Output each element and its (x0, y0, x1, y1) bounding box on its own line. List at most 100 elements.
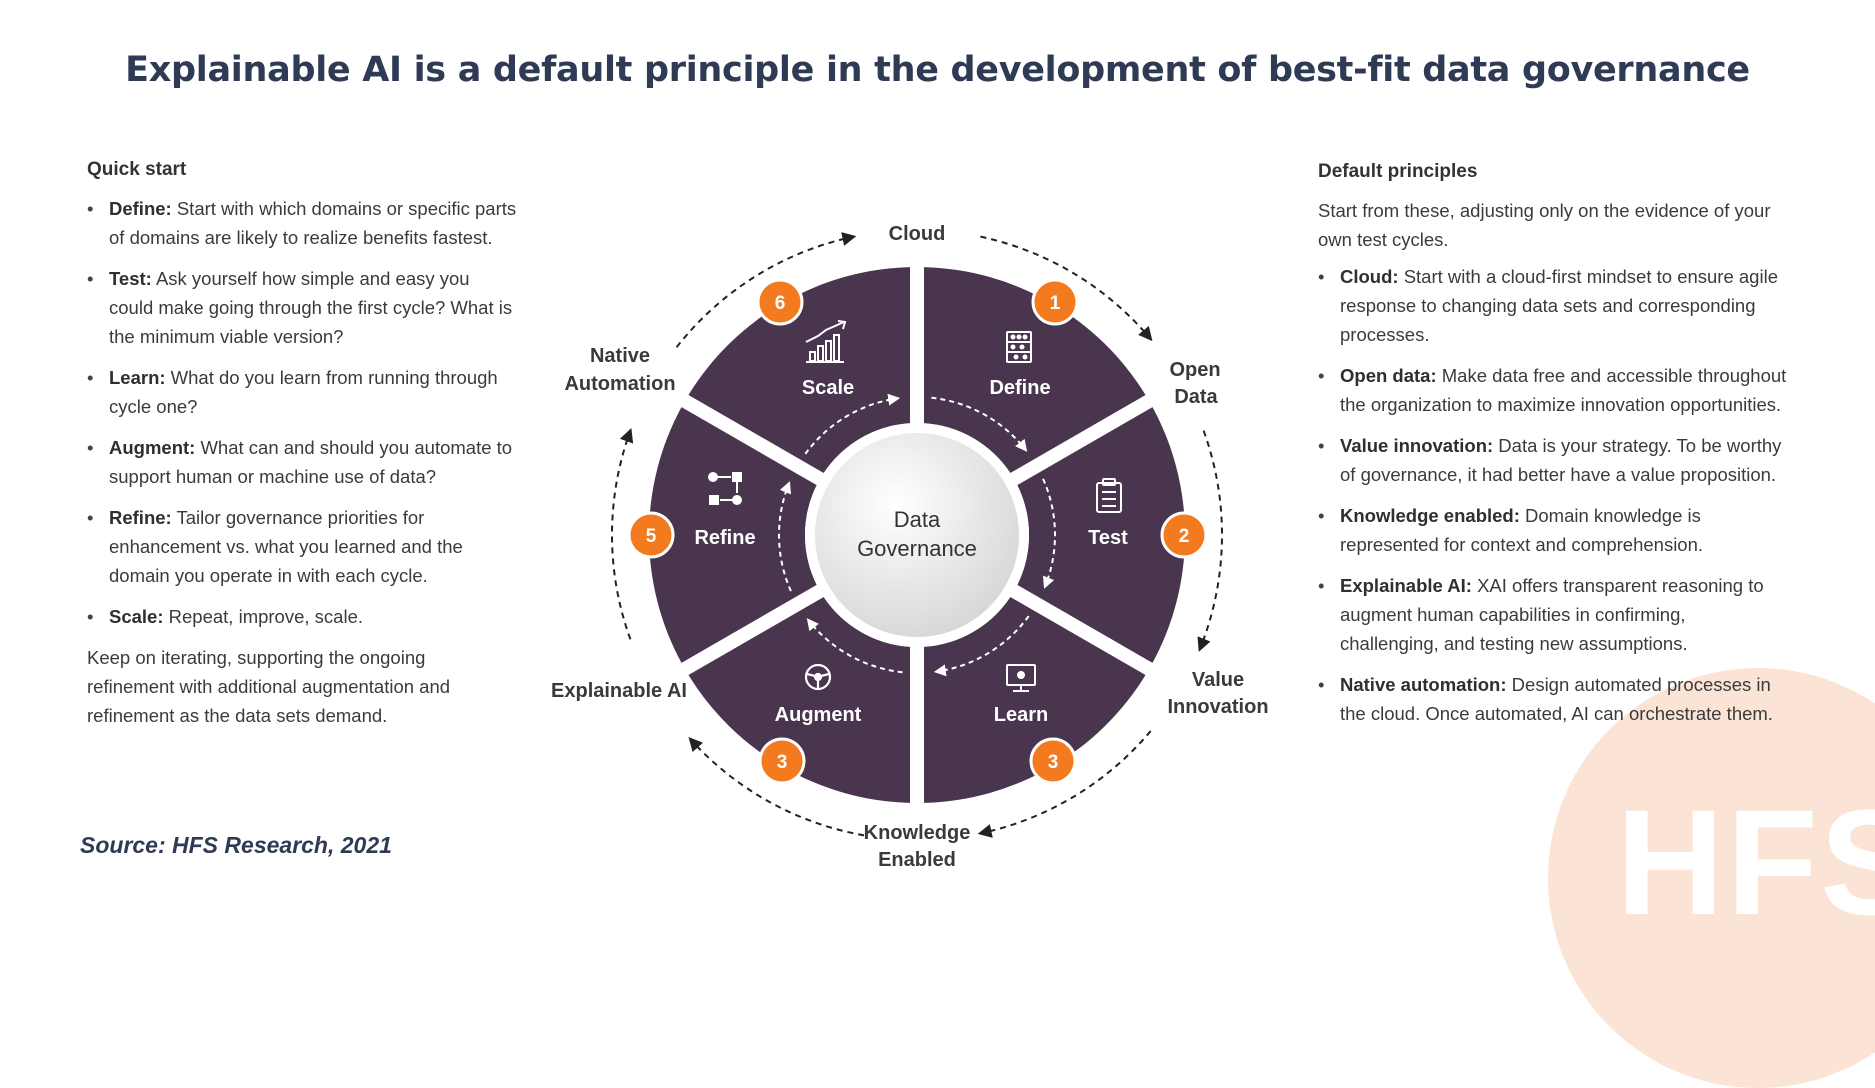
outer-cycle-arrow (1197, 430, 1223, 652)
inner-cycle-arrow (778, 481, 792, 592)
segment-label-augment: Augment (775, 704, 862, 726)
list-item: Knowledge enabled: Domain knowledge is r… (1318, 501, 1788, 559)
badge-number: 6 (775, 293, 786, 314)
item-term: Cloud: (1340, 266, 1399, 287)
list-item: Learn: What do you learn from running th… (87, 363, 517, 421)
source-caption: Source: HFS Research, 2021 (80, 832, 392, 858)
badge-number: 3 (1048, 752, 1059, 773)
list-item: Augment: What can and should you automat… (87, 433, 517, 491)
item-text: What can and should you automate to supp… (109, 437, 513, 487)
item-text: Make data free and accessible throughout… (1340, 365, 1787, 415)
item-text: Start with which domains or specific par… (109, 198, 517, 248)
list-item: Open data: Make data free and accessible… (1318, 361, 1788, 419)
item-text: Design automated processes in the cloud.… (1340, 674, 1773, 724)
inner-cycle-arrow (804, 393, 901, 455)
abacus-icon (1006, 331, 1032, 363)
quick-start-footer: Keep on iterating, supporting the ongoin… (87, 647, 451, 726)
segment-refine (648, 407, 817, 663)
number-badge-scale: 6 (756, 278, 804, 326)
item-term: Augment: (109, 437, 196, 458)
badge-number: 3 (777, 752, 788, 773)
outer-cycle-arrow (611, 428, 634, 640)
outer-cycle-arrow (980, 235, 1153, 342)
list-item: Native automation: Design automated proc… (1318, 670, 1788, 728)
item-text: What do you learn from running through c… (109, 367, 498, 417)
list-item: Cloud: Start with a cloud-first mindset … (1318, 262, 1788, 349)
segment-learn (923, 596, 1146, 803)
center-label-line2: Governance (857, 536, 977, 561)
default-principles-intro: Start from these, adjusting only on the … (1318, 200, 1771, 250)
outer-label-open-data-line2: Data (1174, 386, 1218, 408)
list-item: Scale: Repeat, improve, scale. (87, 602, 517, 631)
growth-chart-icon (805, 320, 847, 363)
item-term: Value innovation: (1340, 435, 1494, 456)
segment-augment (688, 596, 911, 803)
segment-label-scale: Scale (802, 377, 854, 399)
quick-start-panel: Quick start Define: Start with which dom… (87, 155, 517, 730)
item-text: XAI offers transparent reasoning to augm… (1340, 575, 1764, 654)
segment-label-test: Test (1088, 527, 1128, 549)
item-term: Test: (109, 268, 152, 289)
number-badge-augment: 3 (758, 737, 806, 785)
inner-cycle-arrow (931, 396, 1028, 452)
inner-cycle-arrow (1042, 478, 1056, 589)
steering-wheel-icon (804, 663, 832, 691)
outer-label-explainable-ai: Explainable AI (551, 680, 687, 702)
segment-label-learn: Learn (994, 704, 1048, 726)
segment-test (1017, 407, 1185, 663)
flow-icon (708, 472, 742, 505)
inner-cycle-arrow (806, 618, 903, 674)
item-text: Ask yourself how simple and easy you cou… (109, 268, 513, 347)
item-term: Open data: (1340, 365, 1437, 386)
default-principles-panel: Default principles Start from these, adj… (1318, 157, 1788, 740)
segment-define (923, 267, 1146, 474)
segment-scale (688, 267, 911, 474)
item-text: Tailor governance priorities for enhance… (109, 507, 463, 586)
segment-label-define: Define (989, 377, 1050, 399)
data-governance-cycle-diagram: Data Governance Define Test Learn Augmen… (551, 223, 1269, 871)
item-text: Data is your strategy. To be worthy of g… (1340, 435, 1782, 485)
outer-label-cloud: Cloud (889, 223, 946, 245)
number-badge-learn: 3 (1029, 737, 1077, 785)
list-item: Define: Start with which domains or spec… (87, 194, 517, 252)
segment-label-refine: Refine (694, 527, 755, 549)
badge-number: 5 (646, 526, 657, 547)
quick-start-heading: Quick start (87, 159, 187, 180)
item-term: Knowledge enabled: (1340, 505, 1520, 526)
list-item: Value innovation: Data is your strategy.… (1318, 431, 1788, 489)
list-item: Test: Ask yourself how simple and easy y… (87, 264, 517, 351)
outer-label-value-innovation-line2: Innovation (1167, 696, 1268, 718)
item-text: Repeat, improve, scale. (163, 606, 363, 627)
outer-cycle-arrow (675, 232, 857, 348)
default-principles-heading: Default principles (1318, 161, 1478, 182)
number-badge-define: 1 (1031, 278, 1079, 326)
quick-start-list: Define: Start with which domains or spec… (87, 194, 517, 631)
outer-cycle-arrow (977, 730, 1152, 838)
item-term: Scale: (109, 606, 164, 627)
outer-label-value-innovation-line1: Value (1192, 669, 1244, 691)
list-item: Explainable AI: XAI offers transparent r… (1318, 571, 1788, 658)
badge-number: 1 (1050, 293, 1061, 314)
badge-number: 2 (1179, 526, 1190, 547)
clipboard-icon (1096, 478, 1122, 513)
outer-label-knowledge-enabled-line2: Enabled (878, 849, 956, 871)
center-circle (815, 433, 1019, 637)
item-term: Define: (109, 198, 172, 219)
item-term: Learn: (109, 367, 166, 388)
principles-list: Cloud: Start with a cloud-first mindset … (1318, 262, 1788, 728)
item-text: Domain knowledge is represented for cont… (1340, 505, 1704, 555)
item-term: Native automation: (1340, 674, 1507, 695)
inner-cycle-arrow (933, 615, 1030, 677)
page-title: Explainable AI is a default principle in… (125, 50, 1750, 90)
item-term: Refine: (109, 507, 172, 528)
item-term: Explainable AI: (1340, 575, 1472, 596)
outer-cycle-arrow (688, 737, 865, 837)
number-badge-refine: 5 (627, 511, 675, 559)
center-label-line1: Data (894, 507, 941, 532)
number-badge-test: 2 (1160, 511, 1208, 559)
monitor-icon (1006, 664, 1036, 692)
list-item: Refine: Tailor governance priorities for… (87, 503, 517, 590)
item-text: Start with a cloud-first mindset to ensu… (1340, 266, 1778, 345)
outer-label-knowledge-enabled-line1: Knowledge (864, 822, 971, 844)
outer-label-native-automation-line1: Native (590, 345, 650, 367)
